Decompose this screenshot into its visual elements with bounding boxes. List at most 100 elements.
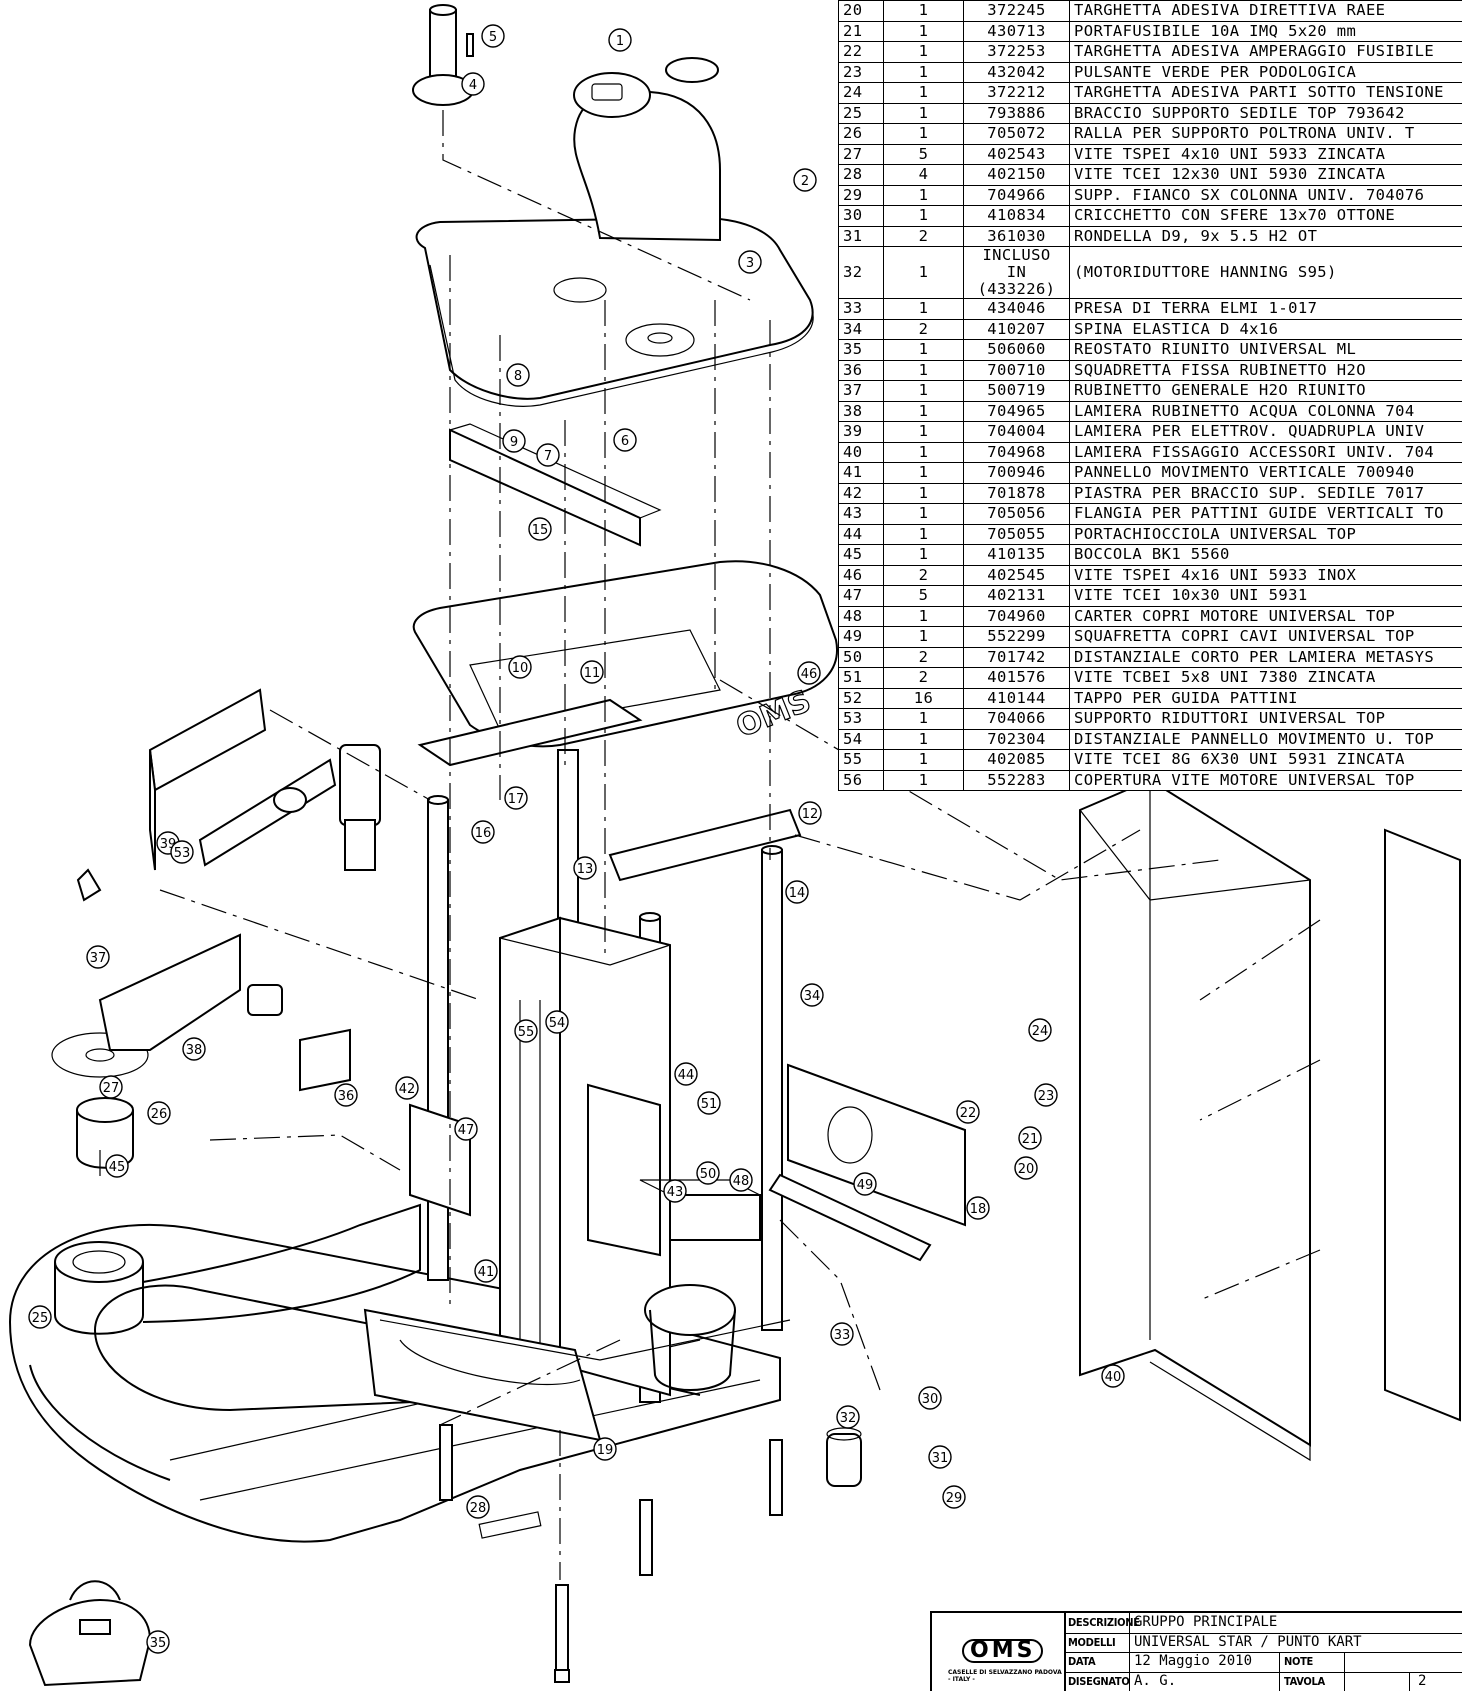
svg-text:17: 17 [508,792,525,807]
parts-cell-pos: 50 [839,647,884,668]
parts-cell-qty: 1 [884,606,964,627]
parts-cell-qty: 2 [884,668,964,689]
parts-cell-qty: 1 [884,463,964,484]
parts-cell-desc: CARTER COPRI MOTORE UNIVERSAL TOP [1070,606,1462,627]
parts-cell-qty: 1 [884,483,964,504]
parts-cell-code: 704966 [964,185,1070,206]
parts-cell-code: 410207 [964,319,1070,340]
callout-33: 33 [831,1323,853,1345]
svg-text:43: 43 [667,1185,684,1200]
parts-cell-code: 705055 [964,524,1070,545]
parts-cell-code: 434046 [964,299,1070,320]
callout-25: 25 [29,1306,51,1328]
logo-mark: OMS [962,1639,1043,1663]
parts-cell-code: 506060 [964,340,1070,361]
parts-cell-desc: PIASTRA PER BRACCIO SUP. SEDILE 7017 [1070,483,1462,504]
callout-49: 49 [854,1173,876,1195]
parts-cell-desc: PORTACHIOCCIOLA UNIVERSAL TOP [1070,524,1462,545]
parts-cell-desc: DISTANZIALE CORTO PER LAMIERA METASYS [1070,647,1462,668]
svg-text:6: 6 [621,434,629,449]
callout-27: 27 [100,1076,122,1098]
callout-10: 10 [509,656,531,678]
parts-cell-desc: VITE TSPEI 4x10 UNI 5933 ZINCATA [1070,144,1462,165]
parts-cell-pos: 47 [839,586,884,607]
callout-14: 14 [786,881,808,903]
svg-text:36: 36 [338,1089,355,1104]
parts-cell-pos: 46 [839,565,884,586]
svg-text:44: 44 [678,1068,695,1083]
parts-cell-pos: 40 [839,442,884,463]
parts-cell-pos: 42 [839,483,884,504]
svg-text:46: 46 [801,667,818,682]
svg-text:49: 49 [857,1178,874,1193]
svg-text:37: 37 [90,951,107,966]
parts-cell-desc: RALLA PER SUPPORTO POLTRONA UNIV. T [1070,124,1462,145]
parts-cell-code: 702304 [964,729,1070,750]
parts-cell-code: 704968 [964,442,1070,463]
callout-18: 18 [967,1197,989,1219]
svg-text:5: 5 [489,30,497,45]
parts-cell-desc: PRESA DI TERRA ELMI 1-017 [1070,299,1462,320]
callout-32: 32 [837,1406,859,1428]
title-block: OMS CASELLE DI SELVAZZANO PADOVA - ITALY… [930,1611,1462,1691]
column-cover-40 [1080,780,1310,1460]
vertical-movement-panel [500,918,670,1395]
tb-tavola: 2 [1409,1672,1426,1691]
svg-text:30: 30 [922,1392,939,1407]
svg-text:28: 28 [470,1501,487,1516]
callout-19: 19 [594,1438,616,1460]
parts-cell-pos: 29 [839,185,884,206]
parts-cell-desc: VITE TCEI 8G 6X30 UNI 5931 ZINCATA [1070,750,1462,771]
callout-42: 42 [396,1077,418,1099]
callout-24: 24 [1029,1019,1051,1041]
callout-35: 35 [147,1631,169,1653]
parts-cell-pos: 36 [839,360,884,381]
svg-text:14: 14 [789,886,806,901]
parts-cell-desc: TARGHETTA ADESIVA DIRETTIVA RAEE [1070,1,1462,22]
parts-cell-desc: BOCCOLA BK1 5560 [1070,545,1462,566]
parts-cell-desc: COPERTURA VITE MOTORE UNIVERSAL TOP [1070,770,1462,791]
callout-1: 1 [609,29,631,51]
parts-cell-pos: 41 [839,463,884,484]
parts-cell-pos: 48 [839,606,884,627]
parts-cell-pos: 53 [839,709,884,730]
parts-cell-pos: 26 [839,124,884,145]
parts-cell-qty: 1 [884,401,964,422]
callout-34: 34 [801,984,823,1006]
parts-cell-desc: SPINA ELASTICA D 4x16 [1070,319,1462,340]
callout-45: 45 [106,1155,128,1177]
callout-12: 12 [799,802,821,824]
parts-cell-qty: 1 [884,1,964,22]
parts-cell-code: 700710 [964,360,1070,381]
svg-text:42: 42 [399,1082,416,1097]
svg-text:10: 10 [512,661,529,676]
parts-cell-qty: 1 [884,62,964,83]
parts-cell-qty: 2 [884,565,964,586]
parts-cell-desc: DISTANZIALE PANNELLO MOVIMENTO U. TOP [1070,729,1462,750]
parts-cell-code: 402085 [964,750,1070,771]
svg-text:45: 45 [109,1160,126,1175]
parts-cell-pos: 49 [839,627,884,648]
svg-text:27: 27 [103,1081,120,1096]
callout-6: 6 [614,429,636,451]
callout-21: 21 [1019,1127,1041,1149]
tb-key-descrizione: DESCRIZIONE [1064,1613,1130,1633]
parts-cell-qty: 1 [884,524,964,545]
parts-cell-desc: SQUAFRETTA COPRI CAVI UNIVERSAL TOP [1070,627,1462,648]
callout-44: 44 [675,1063,697,1085]
parts-cell-qty: 1 [884,247,964,299]
